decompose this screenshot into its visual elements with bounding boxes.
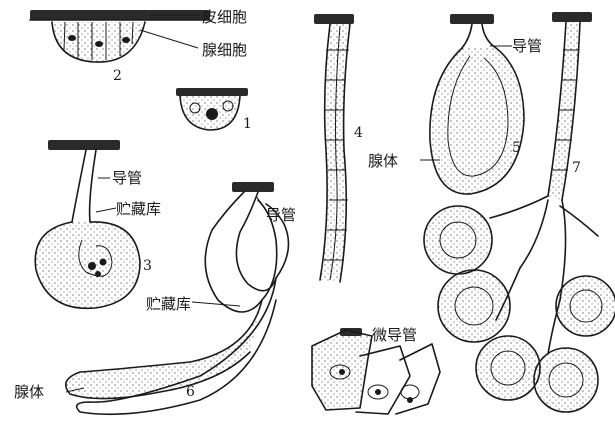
figure-1-unicellular-gland: 1: [176, 88, 252, 132]
figure-number-4: 4: [354, 125, 363, 141]
figure-4-tubular-gland: 4: [314, 14, 363, 282]
figure-number-6: 6: [186, 384, 195, 400]
label-microduct: 微导管: [372, 326, 417, 344]
label-duct-5: 导管: [512, 37, 542, 55]
figure-5-saccular-gland: 导管 腺体 5: [368, 14, 542, 194]
label-reservoir-3: 贮藏库: [116, 200, 161, 218]
label-skin-cell: 皮细胞: [202, 8, 247, 26]
label-duct-3: 导管: [112, 169, 142, 187]
label-duct-6: 导管: [266, 206, 296, 224]
label-gland-body-6: 腺体: [14, 383, 44, 401]
figure-number-3: 3: [143, 258, 152, 274]
label-gland-body-5: 腺体: [368, 152, 398, 170]
figure-number-7: 7: [572, 160, 581, 176]
figure-number-2: 2: [113, 68, 122, 84]
microduct-cluster: 微导管: [312, 326, 440, 414]
figure-2-epidermal-glands: 皮细胞 腺细胞 2: [30, 8, 247, 84]
figure-number-5: 5: [512, 140, 521, 156]
figure-number-1: 1: [243, 116, 252, 132]
label-reservoir-6: 贮藏库: [146, 295, 191, 313]
figure-3-gland-with-reservoir: 导管 贮藏库 3: [35, 140, 161, 308]
label-gland-cell: 腺细胞: [202, 41, 247, 59]
